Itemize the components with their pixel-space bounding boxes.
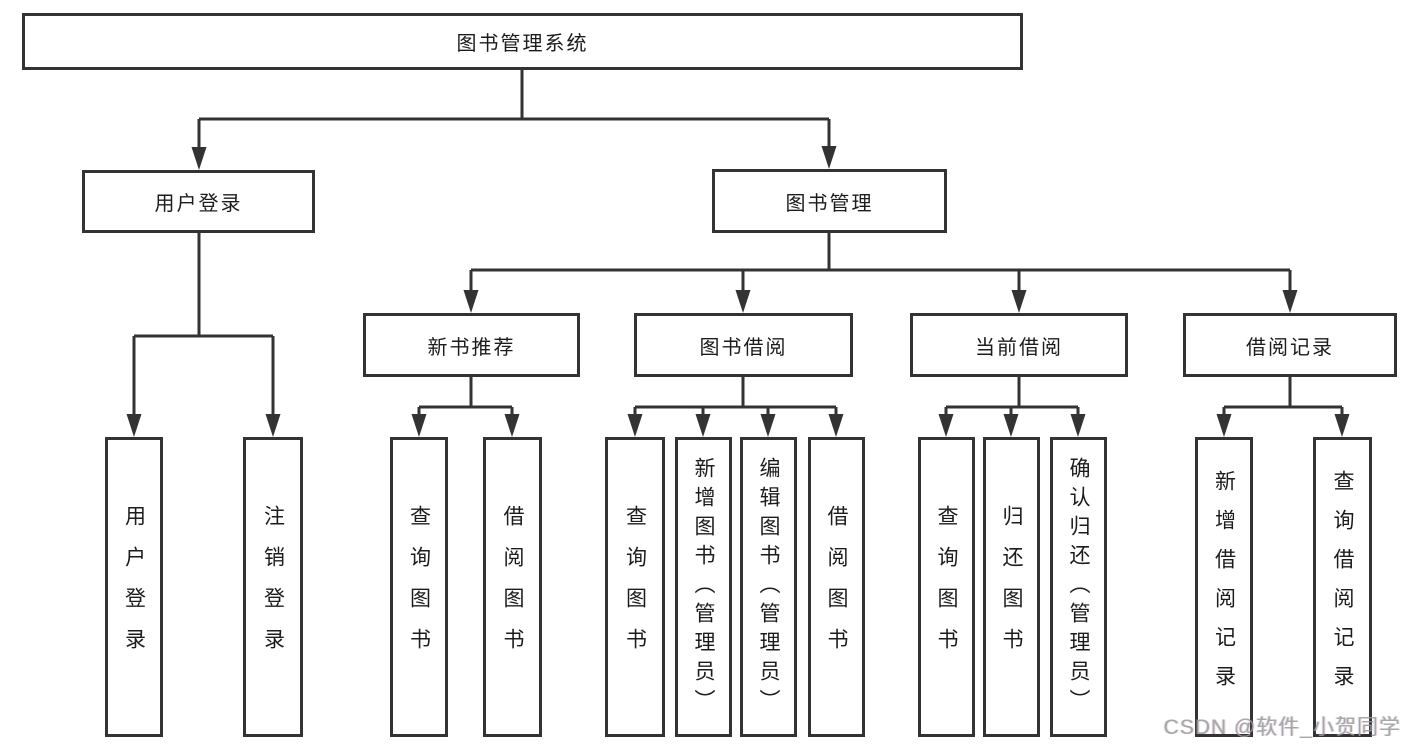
- leaf-borrow-search-book: 查询图书: [605, 437, 665, 737]
- leaf-current-search-book: 查询图书: [918, 437, 975, 737]
- leaf-records-query-record: 查询借阅记录: [1313, 437, 1372, 737]
- node-new-book-recommend: 新书推荐: [363, 313, 580, 377]
- leaf-records-add-record-label: 新增借阅记录: [1212, 470, 1236, 704]
- node-book-management-label: 图书管理: [785, 192, 874, 215]
- node-user-login-label: 用户登录: [154, 193, 243, 215]
- leaf-records-query-record-label: 查询借阅记录: [1331, 470, 1354, 704]
- leaf-user-login-label: 用户登录: [122, 505, 146, 669]
- node-root-label: 图书管理系统: [456, 33, 589, 55]
- node-book-management: 图书管理: [712, 169, 947, 233]
- node-root-system: 图书管理系统: [22, 13, 1023, 70]
- node-current-borrow: 当前借阅: [910, 313, 1128, 377]
- leaf-user-login: 用户登录: [105, 437, 163, 737]
- node-borrow-records: 借阅记录: [1183, 313, 1397, 377]
- node-book-borrow-label: 图书借阅: [699, 336, 788, 359]
- node-new-book-recommend-label: 新书推荐: [427, 336, 516, 359]
- leaf-borrow-edit-book-admin: 编辑图书（管理员）: [740, 437, 797, 737]
- leaf-borrow-search-book-label: 查询图书: [623, 505, 647, 669]
- leaf-recommend-borrow-book-label: 借阅图书: [501, 505, 524, 669]
- leaf-borrow-add-book-admin-label: 新增图书（管理员）: [692, 456, 715, 718]
- leaf-recommend-borrow-book: 借阅图书: [483, 437, 542, 737]
- leaf-borrow-borrow-book: 借阅图书: [808, 437, 865, 737]
- leaf-logout: 注销登录: [243, 437, 303, 737]
- node-book-borrow: 图书借阅: [634, 313, 853, 377]
- leaf-borrow-add-book-admin: 新增图书（管理员）: [675, 437, 732, 737]
- leaf-current-search-book-label: 查询图书: [935, 505, 958, 669]
- leaf-logout-label: 注销登录: [261, 505, 285, 669]
- csdn-watermark: CSDN @软件_小贺同学: [1163, 716, 1401, 739]
- leaf-borrow-borrow-book-label: 借阅图书: [825, 505, 848, 669]
- leaf-recommend-search-book-label: 查询图书: [407, 505, 431, 669]
- node-borrow-records-label: 借阅记录: [1246, 336, 1334, 359]
- node-current-borrow-label: 当前借阅: [975, 336, 1063, 359]
- leaf-recommend-search-book: 查询图书: [390, 437, 448, 737]
- leaf-current-confirm-return-admin-label: 确认归还（管理员）: [1067, 456, 1090, 718]
- leaf-current-return-book-label: 归还图书: [1000, 505, 1023, 669]
- node-user-login: 用户登录: [82, 170, 315, 233]
- leaf-current-confirm-return-admin: 确认归还（管理员）: [1050, 437, 1107, 737]
- leaf-borrow-edit-book-admin-label: 编辑图书（管理员）: [757, 456, 780, 718]
- leaf-records-add-record: 新增借阅记录: [1195, 437, 1253, 737]
- leaf-current-return-book: 归还图书: [983, 437, 1040, 737]
